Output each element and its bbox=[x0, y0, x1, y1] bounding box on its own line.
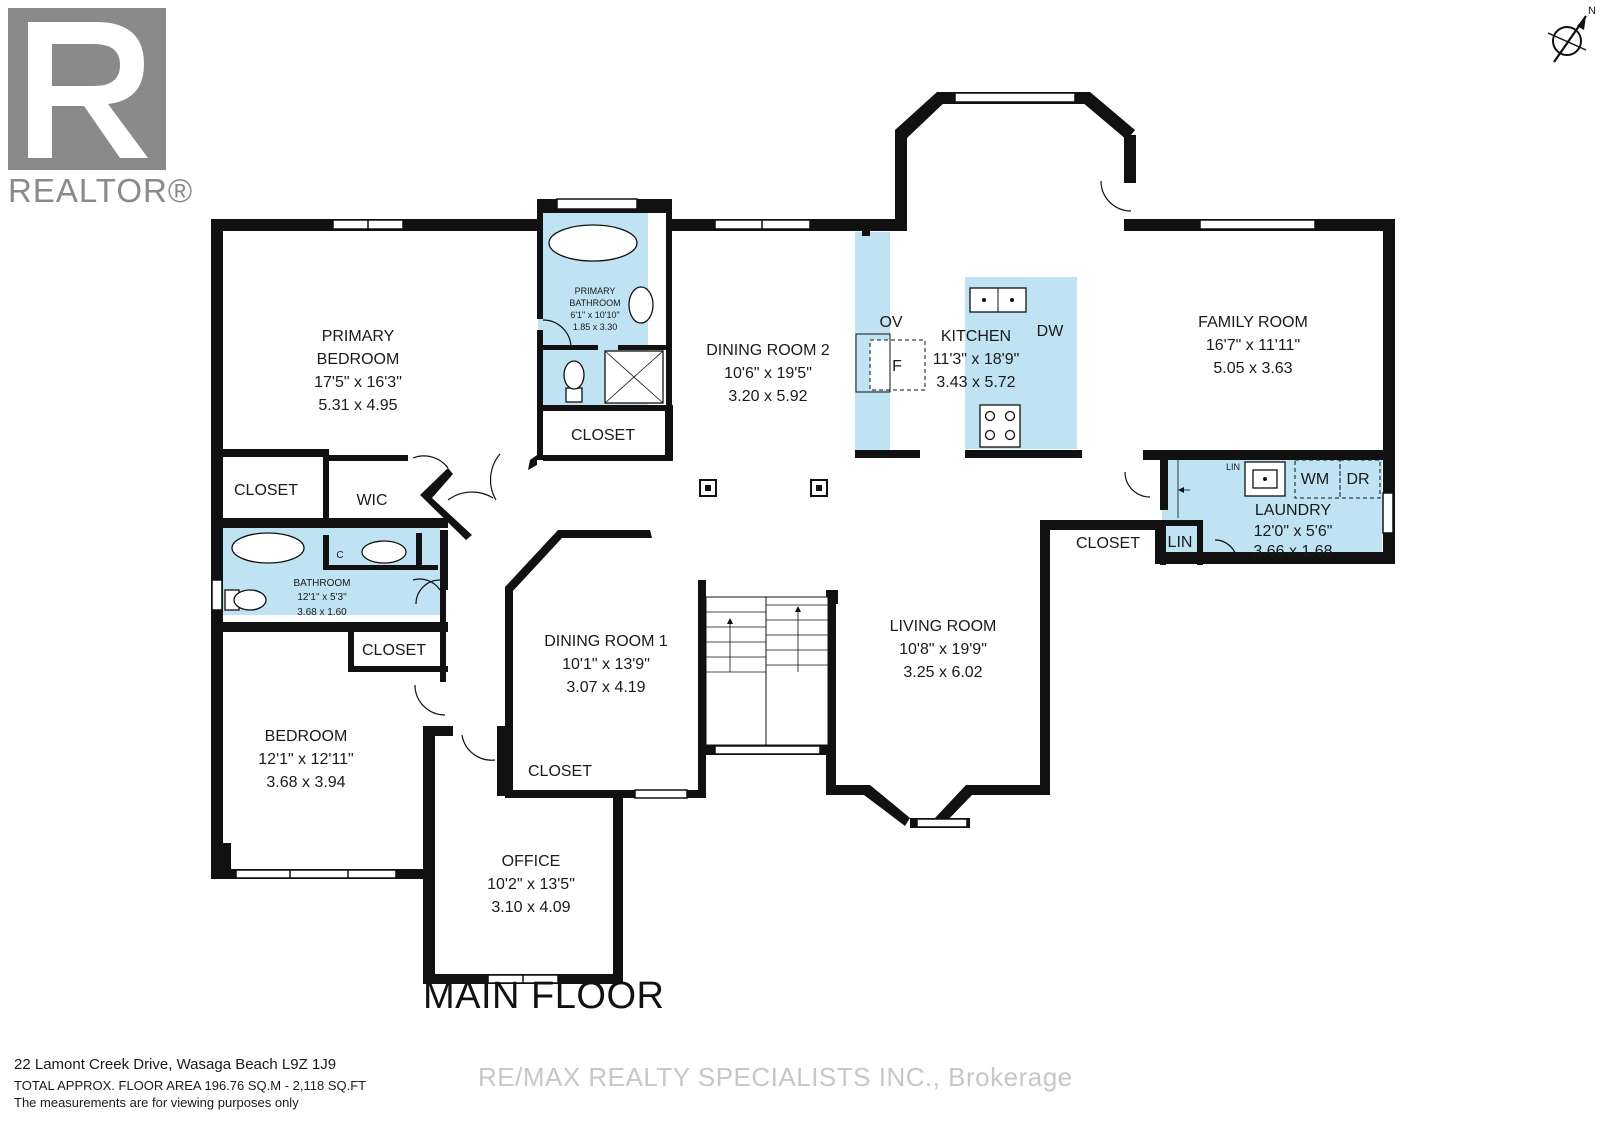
primary-bathroom-name-line2: BATHROOM bbox=[569, 298, 620, 308]
wic-label: WIC bbox=[356, 492, 387, 509]
floor-title: MAIN FLOOR bbox=[423, 975, 665, 1017]
kitchen-imperial: 11'3" x 18'9" bbox=[933, 351, 1020, 368]
bathroom-metric: 3.68 x 1.60 bbox=[297, 607, 347, 618]
hall-closet-label: CLOSET bbox=[362, 642, 426, 659]
bedroom-imperial: 12'1" x 12'11" bbox=[258, 751, 353, 768]
family-room-name: FAMILY ROOM bbox=[1198, 314, 1308, 331]
dryer-label: DR bbox=[1346, 471, 1369, 488]
dining-room-2-name: DINING ROOM 2 bbox=[706, 342, 830, 359]
office-name: OFFICE bbox=[502, 853, 561, 870]
oven-label: OV bbox=[879, 314, 902, 331]
column-icon bbox=[810, 479, 828, 497]
footer-area: TOTAL APPROX. FLOOR AREA 196.76 SQ.M - 2… bbox=[14, 1078, 367, 1093]
family-room-imperial: 16'7" x 11'11" bbox=[1206, 337, 1300, 354]
laundry-imperial: 12'0" x 5'6" bbox=[1254, 523, 1333, 540]
lin-closet-label: LIN bbox=[1168, 534, 1193, 551]
fridge-icon bbox=[869, 339, 926, 391]
stove-icon bbox=[979, 404, 1021, 448]
realtor-logo-text: REALTOR® bbox=[8, 172, 194, 209]
laundry-lin-label: LIN bbox=[1226, 462, 1240, 472]
compass-north-label: N bbox=[1588, 5, 1596, 17]
primary-bathroom-name-line1: PRIMARY bbox=[575, 286, 616, 296]
primary-toilet-icon bbox=[563, 360, 585, 403]
laundry-metric: 3.66 x 1.68 bbox=[1253, 543, 1332, 560]
fixtures bbox=[224, 224, 1381, 746]
bathroom-sink-icon bbox=[361, 540, 407, 564]
dining-room-2-metric: 3.20 x 5.92 bbox=[728, 388, 807, 405]
primary-bathroom-imperial: 6'1" x 10'10" bbox=[570, 310, 619, 320]
primary-bedroom-imperial: 17'5" x 16'3" bbox=[314, 374, 402, 391]
primary-bathtub-icon bbox=[548, 224, 638, 262]
kitchen-metric: 3.43 x 5.72 bbox=[936, 374, 1015, 391]
bathroom-toilet-icon bbox=[224, 589, 267, 611]
bedroom-metric: 3.68 x 3.94 bbox=[266, 774, 345, 791]
office-imperial: 10'2" x 13'5" bbox=[487, 876, 575, 893]
dining-room-1-metric: 3.07 x 4.19 bbox=[566, 679, 645, 696]
primary-sink-icon bbox=[628, 286, 654, 324]
windows bbox=[211, 92, 1394, 984]
laundry-arrow-icon bbox=[1177, 460, 1190, 518]
footer-address: 22 Lamont Creek Drive, Wasaga Beach L9Z … bbox=[14, 1056, 337, 1073]
primary-closet-label: CLOSET bbox=[571, 427, 635, 444]
primary-bedroom-name-line2: BEDROOM bbox=[317, 351, 400, 368]
footer-disclaimer: The measurements are for viewing purpose… bbox=[14, 1095, 299, 1110]
doors bbox=[412, 180, 1238, 761]
linen-c-label: C bbox=[336, 550, 343, 561]
oven-icon bbox=[855, 333, 891, 393]
dining-room-2-imperial: 10'6" x 19'5" bbox=[724, 365, 812, 382]
living-room-name: LIVING ROOM bbox=[890, 618, 997, 635]
fridge-label: F bbox=[892, 358, 902, 375]
dining-room-1-imperial: 10'1" x 13'9" bbox=[562, 656, 650, 673]
bedroom-closet-label: CLOSET bbox=[234, 482, 298, 499]
family-room-metric: 5.05 x 3.63 bbox=[1213, 360, 1292, 377]
stairs-icon bbox=[705, 596, 829, 746]
bathroom-imperial: 12'1" x 5'3" bbox=[297, 592, 347, 603]
compass-icon: N bbox=[1547, 5, 1596, 63]
office-closet-label: CLOSET bbox=[528, 763, 592, 780]
dining-room-1-name: DINING ROOM 1 bbox=[544, 633, 668, 650]
brokerage-watermark: RE/MAX REALTY SPECIALISTS INC., Brokerag… bbox=[478, 1062, 1073, 1092]
living-room-imperial: 10'8" x 19'9" bbox=[899, 641, 987, 658]
bathtub-icon bbox=[231, 532, 305, 564]
room-labels: PRIMARY BEDROOM 17'5" x 16'3" 5.31 x 4.9… bbox=[234, 286, 1370, 916]
bedroom-name: BEDROOM bbox=[265, 728, 348, 745]
primary-bedroom-metric: 5.31 x 4.95 bbox=[318, 397, 397, 414]
kitchen-name: KITCHEN bbox=[941, 328, 1011, 345]
living-closet-label: CLOSET bbox=[1076, 535, 1140, 552]
living-room-metric: 3.25 x 6.02 bbox=[903, 664, 982, 681]
primary-bedroom-name-line1: PRIMARY bbox=[322, 328, 395, 345]
laundry-name: LAUNDRY bbox=[1255, 502, 1332, 519]
kitchen-sink-icon bbox=[969, 287, 1027, 313]
dishwasher-label: DW bbox=[1037, 323, 1065, 340]
column-icon bbox=[699, 479, 717, 497]
realtor-logo bbox=[8, 8, 166, 170]
primary-bathroom-metric: 1.85 x 3.30 bbox=[573, 322, 618, 332]
washer-label: WM bbox=[1301, 471, 1329, 488]
dryer-icon bbox=[1339, 459, 1381, 499]
office-metric: 3.10 x 4.09 bbox=[491, 899, 570, 916]
bathroom-name: BATHROOM bbox=[293, 578, 350, 589]
laundry-sink-icon bbox=[1244, 461, 1286, 497]
